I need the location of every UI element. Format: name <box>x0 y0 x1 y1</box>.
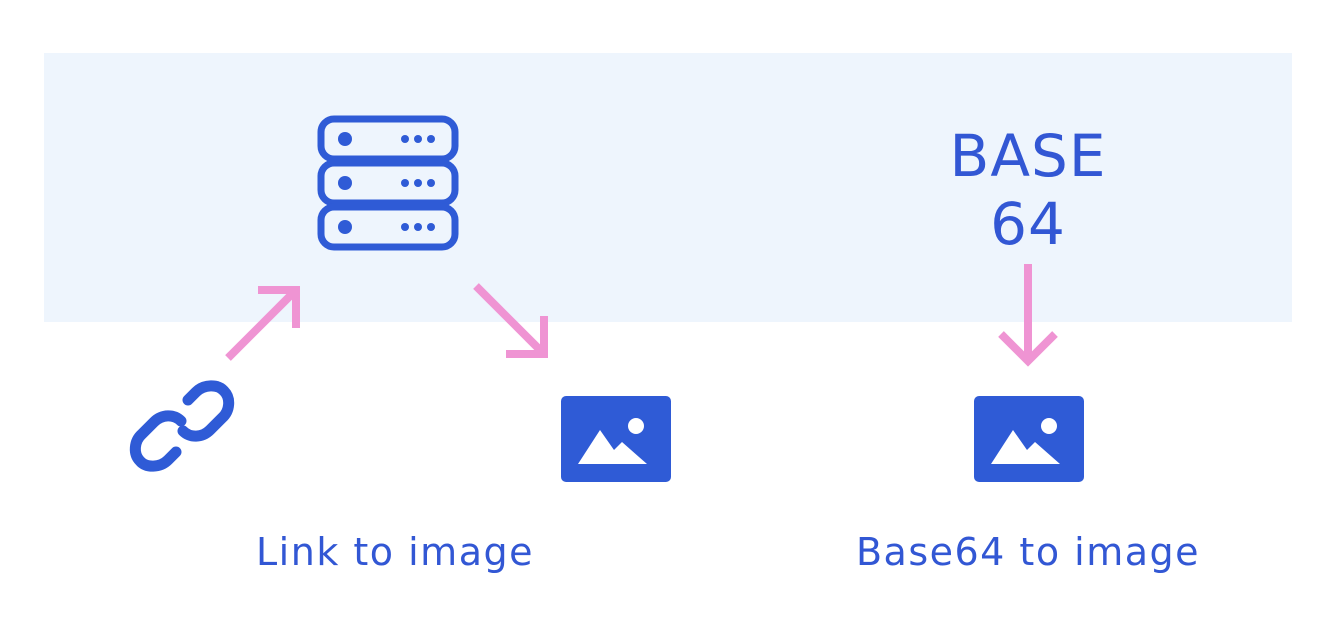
link-icon <box>129 378 235 474</box>
base64-label-line2: 64 <box>990 190 1066 258</box>
arrow-base64-to-image <box>996 262 1060 367</box>
arrow-link-to-server <box>224 282 306 362</box>
server-icon <box>317 115 459 255</box>
image-icon <box>561 396 671 482</box>
arrow-server-to-image <box>470 282 552 362</box>
base64-label-line1: BASE <box>949 122 1107 190</box>
image-icon <box>974 396 1084 482</box>
caption-link-to-image: Link to image <box>256 530 534 574</box>
caption-base64-to-image: Base64 to image <box>855 530 1201 574</box>
server-side-background <box>44 53 1292 322</box>
